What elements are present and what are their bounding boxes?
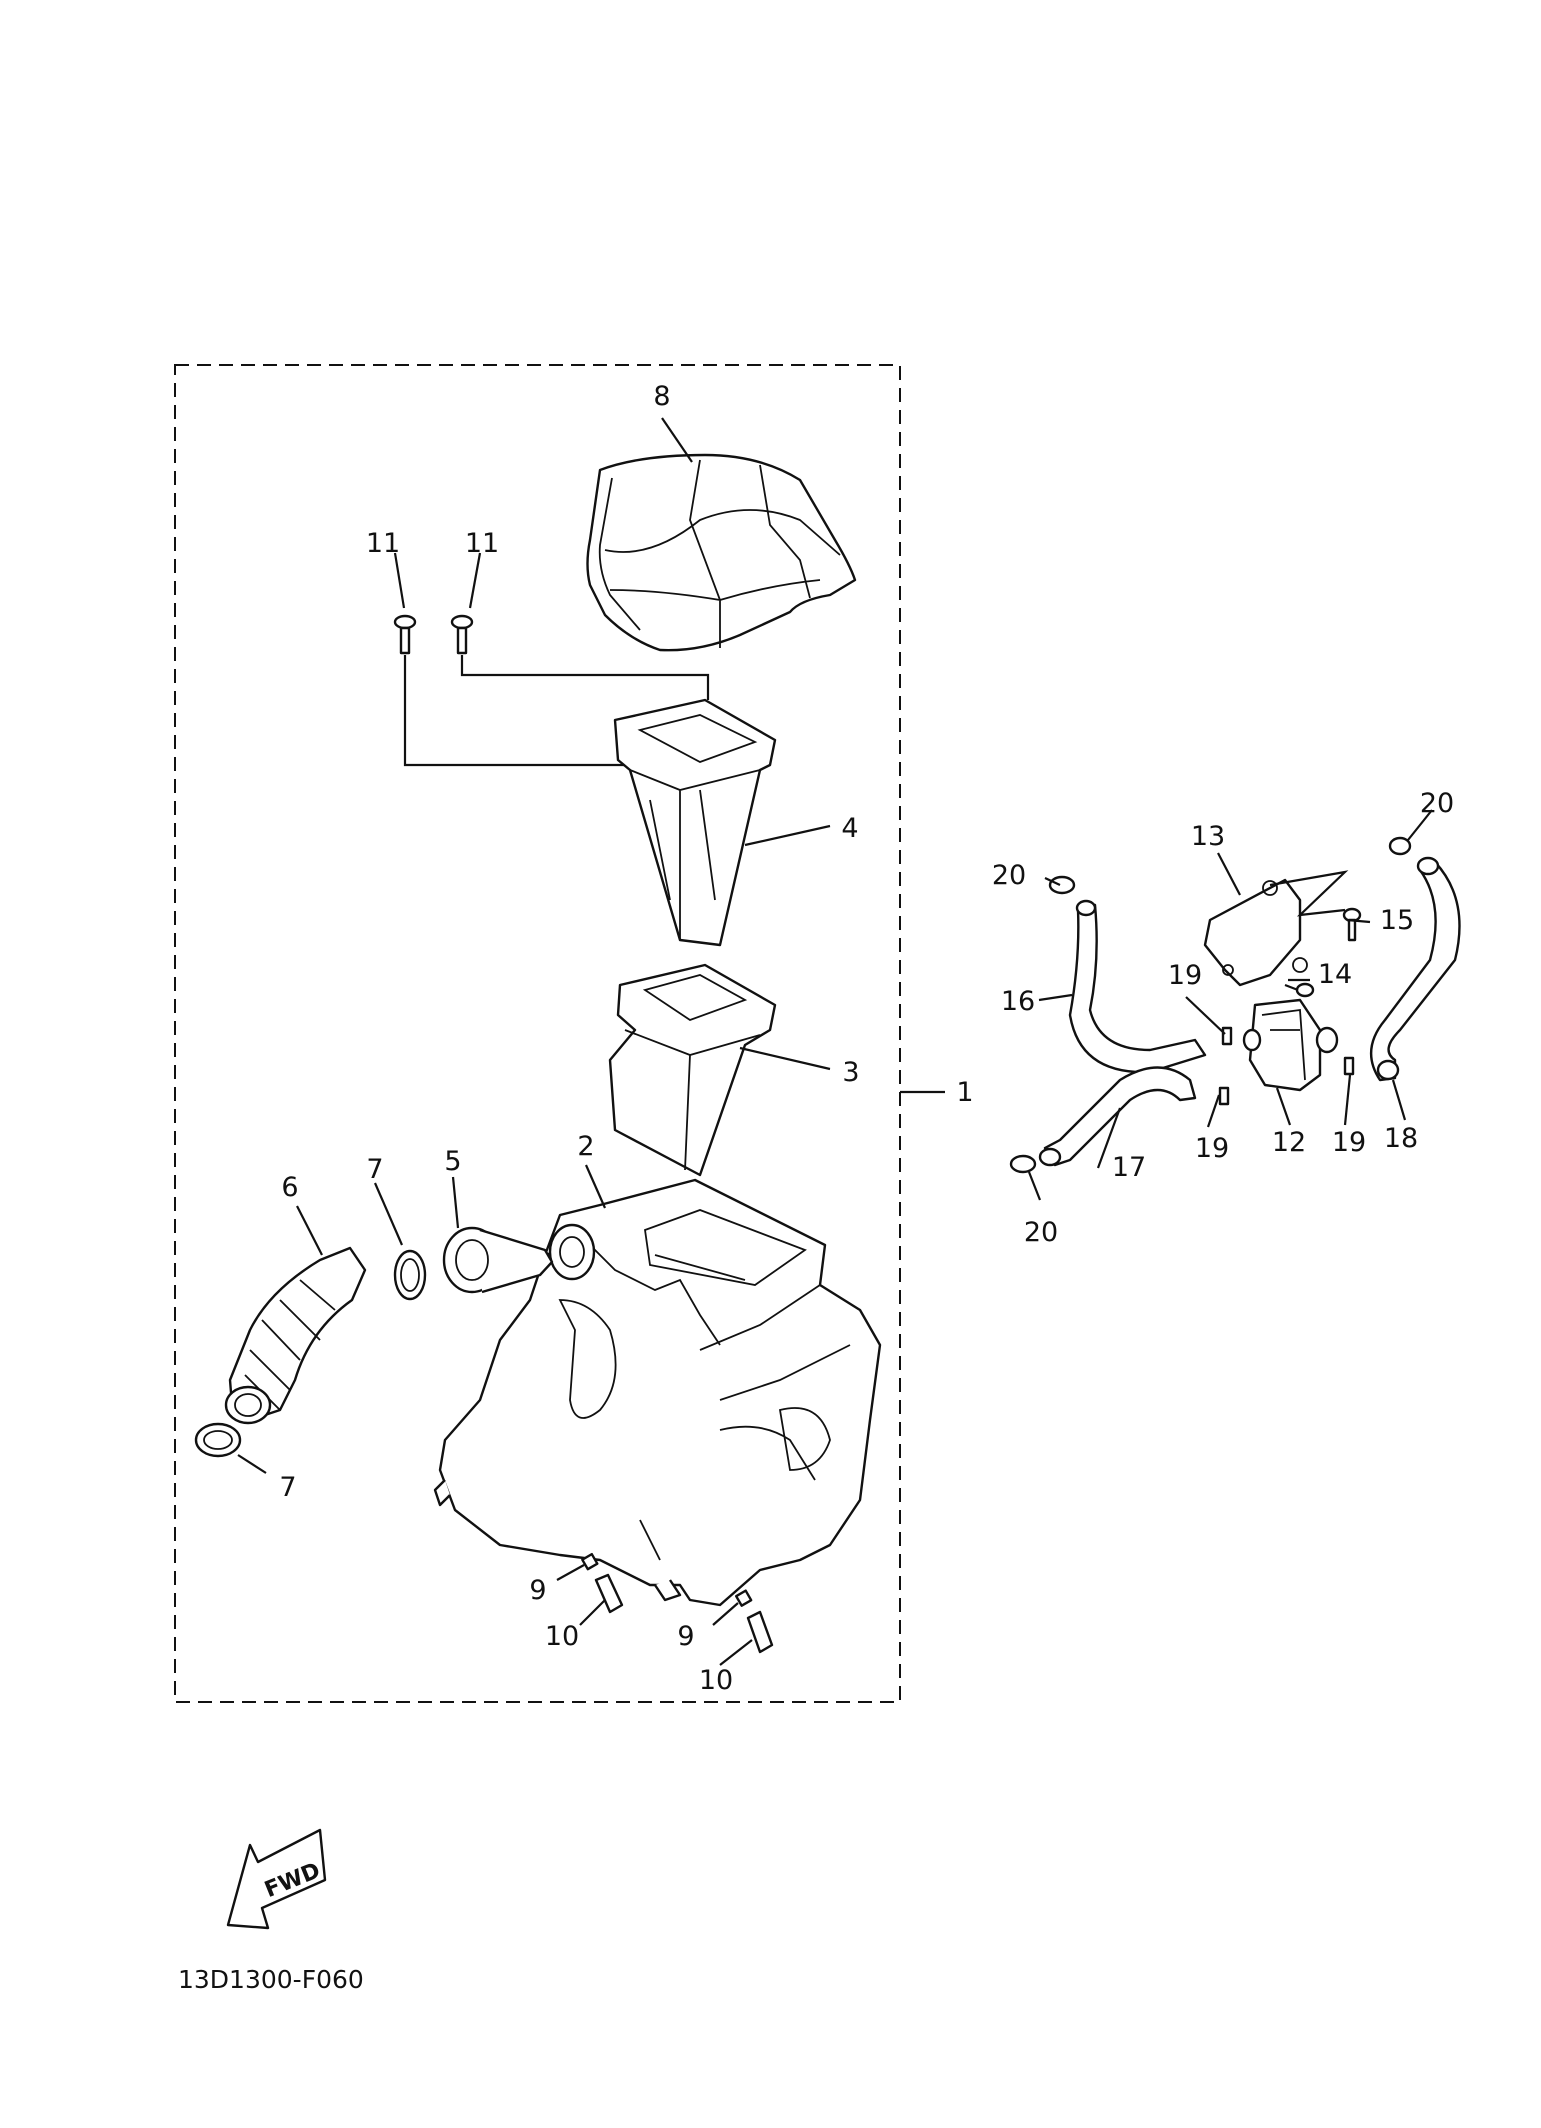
label-part-15: 15 — [1380, 905, 1414, 936]
forward-arrow-icon: FWD — [226, 1828, 327, 1930]
part-19-clips — [1218, 1026, 1355, 1106]
label-part-6: 6 — [281, 1172, 298, 1203]
label-part-18: 18 — [1384, 1123, 1418, 1154]
label-part-9-left: 9 — [529, 1575, 546, 1606]
label-part-10-right: 10 — [699, 1665, 733, 1696]
part-18-hose — [1369, 856, 1461, 1082]
part-12-valve — [1242, 998, 1339, 1092]
part-4-element-guide — [613, 698, 777, 947]
label-part-16: 16 — [1001, 986, 1035, 1017]
part-14-bolt — [1284, 982, 1315, 998]
label-part-9-right: 9 — [677, 1621, 694, 1652]
label-part-7-bottom: 7 — [279, 1472, 296, 1503]
label-part-19-middle: 19 — [1195, 1133, 1229, 1164]
part-20-hose-clamps — [1009, 836, 1412, 1174]
label-part-11-left: 11 — [366, 528, 400, 559]
part-15-bolt — [1342, 907, 1362, 942]
part-16-hose — [1068, 899, 1207, 1074]
label-part-1: 1 — [956, 1077, 973, 1108]
leader-lines — [237, 417, 1433, 1666]
label-part-20-bottom: 20 — [1024, 1217, 1058, 1248]
label-part-14: 14 — [1318, 959, 1352, 990]
part-9-plugs — [581, 1552, 753, 1607]
part-3-joint — [608, 963, 777, 1177]
label-part-5: 5 — [444, 1146, 461, 1177]
part-10-drain-caps — [594, 1573, 774, 1654]
part-2-filter-case — [433, 1178, 882, 1607]
part-11-screws — [393, 614, 474, 655]
label-part-17: 17 — [1112, 1152, 1146, 1183]
screw-guide-line-right — [460, 655, 710, 700]
label-part-4: 4 — [841, 813, 858, 844]
part-labels: 8 11 11 4 3 1 2 5 7 6 7 9 10 9 10 20 13 … — [279, 381, 1454, 1696]
screw-guide-line-left — [403, 655, 680, 767]
part-13-bracket — [1203, 878, 1308, 987]
label-part-7-top: 7 — [366, 1154, 383, 1185]
label-part-20-left: 20 — [992, 860, 1026, 891]
label-part-11-right: 11 — [465, 528, 499, 559]
label-part-13: 13 — [1191, 821, 1225, 852]
label-part-12: 12 — [1272, 1127, 1306, 1158]
part-17-hose — [1038, 1066, 1197, 1167]
drawing-code: 13D1300-F060 — [178, 1965, 364, 1994]
assembly-boundary-box — [174, 364, 901, 1703]
label-part-19-top: 19 — [1168, 960, 1202, 991]
part-5-funnel — [442, 1226, 554, 1294]
part-6-duct — [224, 1246, 367, 1425]
bracket-guide-line — [1269, 870, 1349, 917]
part-8-filter-cover — [586, 453, 857, 652]
label-part-20-right: 20 — [1420, 788, 1454, 819]
label-part-19-right: 19 — [1332, 1127, 1366, 1158]
part-7-clamps — [194, 1249, 427, 1458]
label-part-2: 2 — [577, 1131, 594, 1162]
label-part-3: 3 — [842, 1057, 859, 1088]
label-part-8: 8 — [653, 381, 670, 412]
label-part-10-left: 10 — [545, 1621, 579, 1652]
